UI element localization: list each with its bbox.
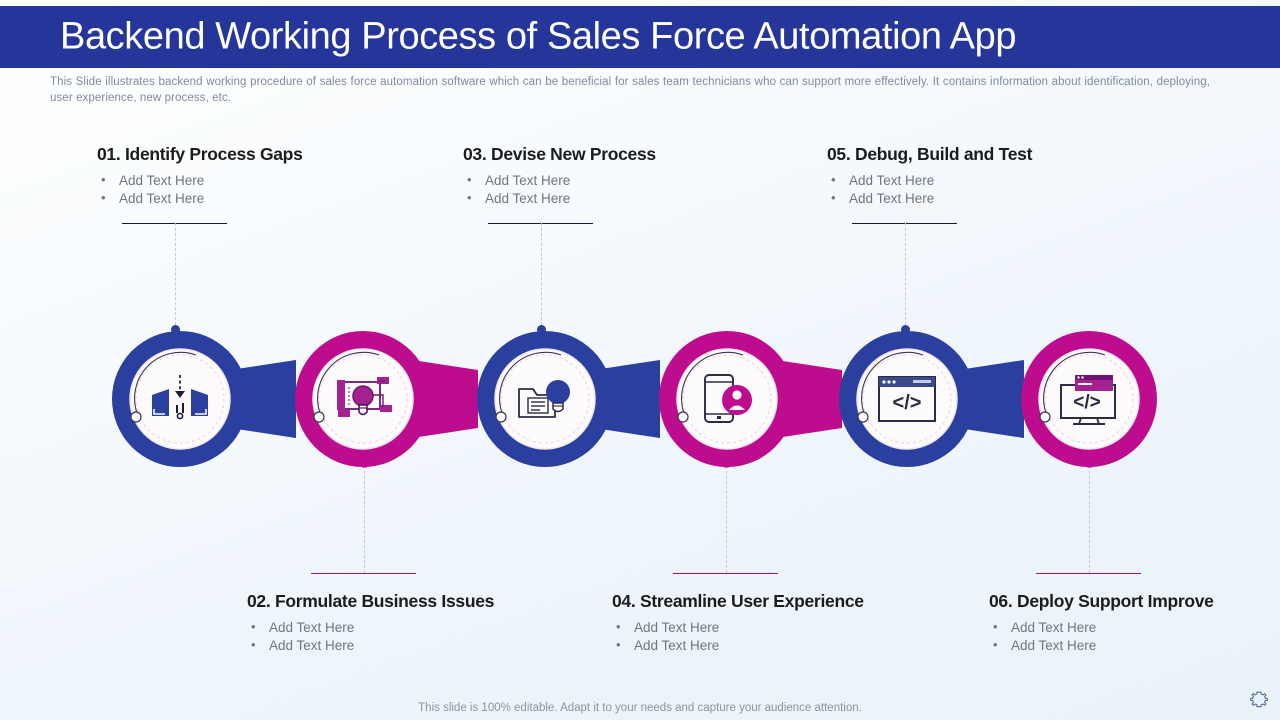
document-lightbulb-icon [518, 380, 570, 418]
step-title-03: 03. Devise New Process [463, 144, 656, 164]
step-title-06: 06. Deploy Support Improve [989, 591, 1214, 611]
process-chain: </> </> [0, 318, 1280, 483]
step-rule-06 [1036, 573, 1141, 574]
step-rule-04 [673, 573, 778, 574]
step-stem-03 [541, 223, 542, 330]
step-stem-01 [175, 223, 176, 330]
list-item: Add Text Here [463, 171, 793, 190]
step-bullets-01: Add Text Here Add Text Here [97, 171, 427, 208]
process-node-02[interactable] [295, 331, 431, 467]
process-node-06[interactable]: </> [1021, 331, 1157, 467]
idea-monitor-icon [337, 377, 392, 417]
code-monitor-icon: </> [1060, 375, 1116, 425]
step-title-01: 01. Identify Process Gaps [97, 144, 303, 164]
step-block-03[interactable]: 03. Devise New Process Add Text Here Add… [463, 144, 793, 208]
step-node-dot-05 [901, 325, 910, 334]
step-rule-02 [311, 573, 416, 574]
step-block-01[interactable]: 01. Identify Process Gaps Add Text Here … [97, 144, 427, 208]
step-title-04: 04. Streamline User Experience [612, 591, 864, 611]
footer-note: This slide is 100% editable. Adapt it to… [418, 702, 862, 714]
list-item: Add Text Here [247, 636, 607, 655]
step-bullets-06: Add Text Here Add Text Here [989, 618, 1280, 655]
header-bar: Backend Working Process of Sales Force A… [0, 6, 1280, 68]
mobile-user-icon [704, 374, 752, 423]
process-node-04[interactable] [659, 331, 795, 467]
list-item: Add Text Here [97, 171, 427, 190]
step-node-dot-03 [537, 325, 546, 334]
list-item: Add Text Here [463, 189, 793, 208]
list-item: Add Text Here [827, 189, 1157, 208]
step-rule-05 [852, 223, 957, 224]
list-item: Add Text Here [989, 618, 1280, 637]
step-stem-05 [905, 223, 906, 330]
code-browser-icon: </> [878, 376, 936, 422]
step-node-dot-01 [171, 325, 180, 334]
process-node-03[interactable] [477, 331, 613, 467]
step-block-06[interactable]: 06. Deploy Support Improve Add Text Here… [989, 591, 1280, 655]
page-title: Backend Working Process of Sales Force A… [60, 15, 1017, 58]
step-rule-01 [122, 223, 227, 224]
list-item: Add Text Here [827, 171, 1157, 190]
gear-icon[interactable] [1246, 688, 1272, 714]
list-item: Add Text Here [612, 636, 972, 655]
process-node-01[interactable] [112, 331, 248, 467]
chain-connectors [230, 360, 1024, 438]
step-bullets-05: Add Text Here Add Text Here [827, 171, 1157, 208]
step-title-05: 05. Debug, Build and Test [827, 144, 1033, 164]
list-item: Add Text Here [989, 636, 1280, 655]
step-stem-04 [726, 466, 727, 573]
step-bullets-04: Add Text Here Add Text Here [612, 618, 972, 655]
step-bullets-03: Add Text Here Add Text Here [463, 171, 793, 208]
step-stem-02 [364, 466, 365, 573]
svg-text:</>: </> [1073, 392, 1100, 413]
list-item: Add Text Here [247, 618, 607, 637]
step-block-05[interactable]: 05. Debug, Build and Test Add Text Here … [827, 144, 1157, 208]
step-block-04[interactable]: 04. Streamline User Experience Add Text … [612, 591, 972, 655]
svg-text:</>: </> [893, 392, 922, 414]
step-stem-06 [1089, 466, 1090, 573]
step-rule-03 [488, 223, 593, 224]
process-node-05[interactable]: </> [839, 331, 975, 467]
step-title-02: 02. Formulate Business Issues [247, 591, 495, 611]
slide-description: This Slide illustrates backend working p… [50, 76, 1210, 104]
step-bullets-02: Add Text Here Add Text Here [247, 618, 607, 655]
process-chain-svg: </> </> [112, 331, 1157, 467]
process-gap-icon [152, 375, 208, 420]
list-item: Add Text Here [97, 189, 427, 208]
step-block-02[interactable]: 02. Formulate Business Issues Add Text H… [247, 591, 607, 655]
list-item: Add Text Here [612, 618, 972, 637]
